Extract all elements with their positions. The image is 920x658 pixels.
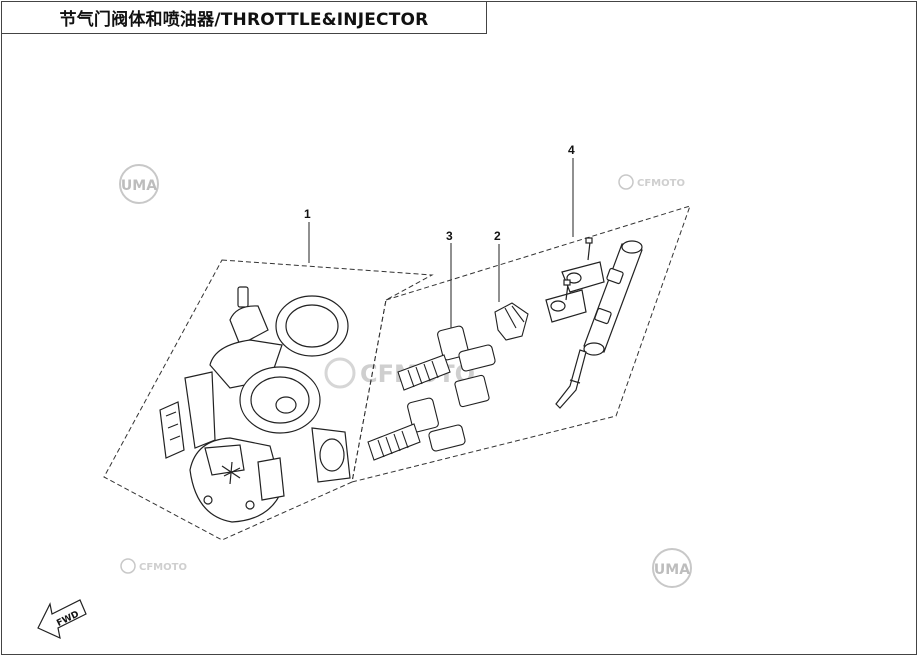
- cfmoto-watermark-top: CFMOTO: [637, 178, 685, 189]
- callout-3: 3: [446, 229, 453, 243]
- cfmoto-watermark-bottom: CFMOTO: [139, 562, 187, 573]
- callout-2: 2: [494, 229, 501, 243]
- group-outline-injectors: [351, 205, 691, 483]
- title-box: 节气门阀体和喷油器/THROTTLE&INJECTOR: [1, 1, 487, 34]
- fuel-injector-part-upper: [397, 325, 496, 408]
- injector-clip-part: [494, 302, 529, 341]
- page-title: 节气门阀体和喷油器/THROTTLE&INJECTOR: [59, 10, 429, 30]
- fwd-arrow-icon: FWD: [37, 599, 87, 640]
- uma-watermark-bottom: UMA: [654, 562, 690, 578]
- cfmoto-logo-icon: CFMOTO: [618, 174, 685, 190]
- callout-1: 1: [304, 207, 311, 221]
- uma-logo-icon: UMA: [119, 164, 159, 204]
- cfmoto-logo-icon: CFMOTO: [120, 558, 187, 574]
- throttle-body-part: [159, 286, 351, 523]
- fuel-injector-part-lower: [367, 397, 466, 461]
- uma-watermark-top: UMA: [121, 178, 157, 194]
- uma-logo-icon: UMA: [652, 548, 692, 588]
- fuel-rail-part: [545, 237, 643, 409]
- callout-4: 4: [568, 143, 575, 157]
